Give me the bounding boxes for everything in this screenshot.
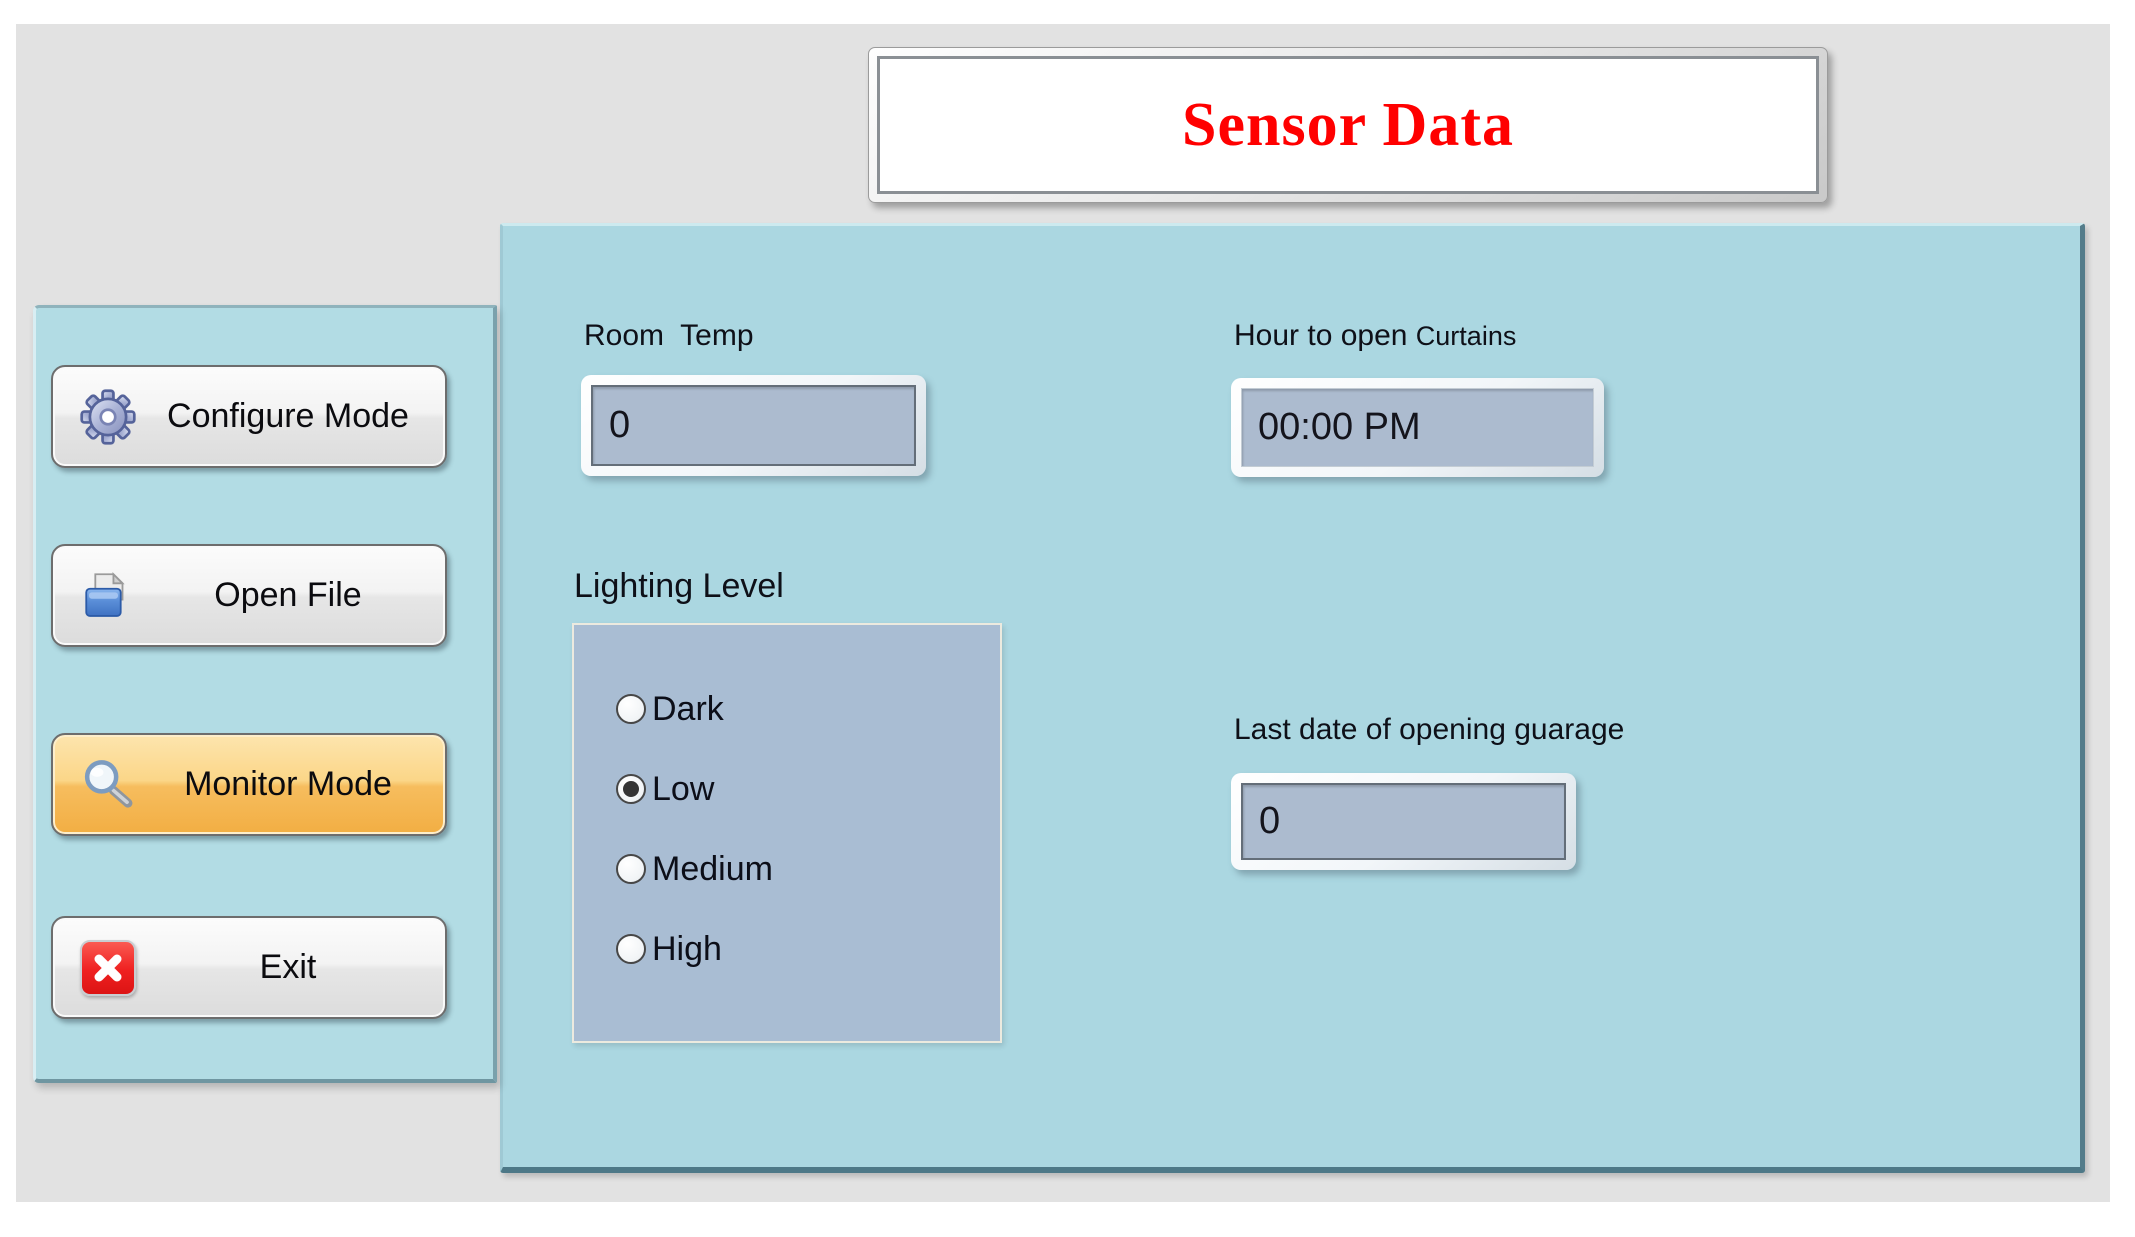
last-date-value: 0 [1241, 783, 1566, 860]
hour-open-curtains-field[interactable]: 00:00 PM [1231, 378, 1604, 477]
room-temp-value: 0 [591, 385, 916, 466]
room-temp-label: Room Temp [584, 319, 754, 352]
radio-option-label: Dark [652, 689, 724, 728]
open-file-button[interactable]: Open File [51, 544, 447, 647]
radio-option-label: Medium [652, 849, 773, 888]
gear-icon [77, 386, 139, 448]
hour-open-label-small: Curtains [1415, 321, 1517, 351]
magnifier-icon [77, 754, 139, 816]
page-title: Sensor Data [1182, 90, 1514, 159]
monitor-mode-label: Monitor Mode [184, 765, 392, 803]
radio-button-icon[interactable] [616, 934, 646, 964]
radio-option-label: High [652, 929, 722, 968]
title-banner: Sensor Data [868, 47, 1828, 203]
last-date-field[interactable]: 0 [1231, 773, 1576, 870]
radio-option-medium[interactable]: Medium [616, 829, 1000, 909]
monitor-mode-button[interactable]: Monitor Mode [51, 733, 447, 836]
room-temp-field[interactable]: 0 [581, 375, 926, 476]
title-banner-inner: Sensor Data [877, 56, 1819, 194]
last-date-label: Last date of opening guarage [1234, 713, 1625, 746]
open-folder-icon [77, 565, 139, 627]
configure-mode-label: Configure Mode [167, 397, 409, 435]
exit-button[interactable]: Exit [51, 916, 447, 1019]
sensor-data-panel: Room Temp 0 Hour to open Curtains 00:00 … [500, 223, 2085, 1173]
configure-mode-button[interactable]: Configure Mode [51, 365, 447, 468]
hour-open-curtains-label: Hour to open Curtains [1234, 319, 1516, 353]
radio-button-icon[interactable] [616, 774, 646, 804]
radio-option-label: Low [652, 769, 715, 808]
app-window: Room Temp 0 Hour to open Curtains 00:00 … [16, 24, 2110, 1202]
radio-option-high[interactable]: High [616, 909, 1000, 989]
mode-sidebar: Configure Mode Open File [33, 305, 497, 1083]
hour-open-curtains-value: 00:00 PM [1241, 388, 1594, 467]
radio-option-dark[interactable]: Dark [616, 669, 1000, 749]
lighting-level-radio-group: Dark Low Medium High [572, 623, 1002, 1043]
lighting-level-label: Lighting Level [574, 567, 784, 605]
open-file-label: Open File [214, 576, 362, 614]
hour-open-label-main: Hour to open [1234, 319, 1408, 352]
close-icon [77, 937, 139, 999]
radio-button-icon[interactable] [616, 854, 646, 884]
radio-button-icon[interactable] [616, 694, 646, 724]
radio-option-low[interactable]: Low [616, 749, 1000, 829]
exit-label: Exit [259, 948, 317, 986]
